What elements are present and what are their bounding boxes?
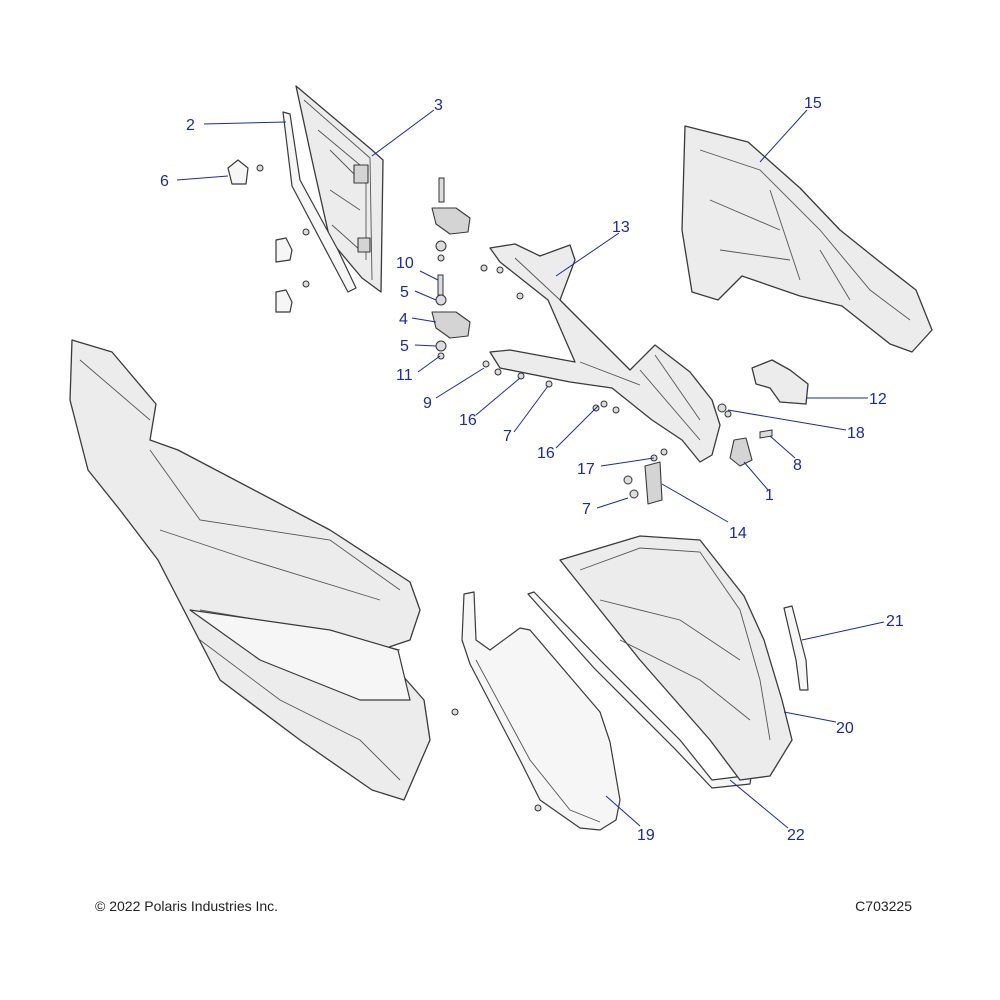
callout-13: 13 [612,219,630,236]
copyright-notice: © 2022 Polaris Industries Inc. [95,898,279,914]
callout-5: 5 [400,284,409,301]
callout-20: 20 [836,720,854,737]
bracket-part [480,264,668,505]
callout-labels: 1 2 3 4 5 5 6 7 7 8 9 10 11 12 13 14 15 … [160,95,904,844]
callout-4: 4 [399,311,408,328]
callout-1: 1 [765,487,774,504]
callout-16: 16 [459,412,477,429]
drawing-number: C703225 [855,898,912,914]
callout-6: 6 [160,173,169,190]
door-seal-strip-part [282,111,357,293]
hinge-hardware-part [431,177,471,360]
callout-22: 22 [787,827,805,844]
callout-18: 18 [847,425,865,442]
edge-seal-part [783,605,809,691]
callout-17: 17 [577,461,595,478]
inner-door-panel-part [559,535,793,781]
callout-5: 5 [400,338,409,355]
callout-9: 9 [423,395,432,412]
callout-16: 16 [537,445,555,462]
callout-7: 7 [503,428,512,445]
tube-frame-part [451,591,621,831]
door-frame-part [489,243,721,463]
callout-11: 11 [396,367,413,384]
callout-19: 19 [637,827,655,844]
leader-lines [176,109,885,829]
callout-12: 12 [869,391,887,408]
callout-2: 2 [186,117,195,134]
upper-rear-panel-part [681,125,933,353]
callout-21: 21 [886,613,904,630]
latch-handle-part [717,359,809,467]
callout-8: 8 [793,457,802,474]
upper-door-panel-part [295,85,384,293]
callout-15: 15 [804,95,822,112]
callout-7: 7 [582,501,591,518]
lower-door-panel-part [69,339,431,801]
callout-3: 3 [434,97,443,114]
callout-10: 10 [396,255,414,272]
callout-14: 14 [729,525,747,542]
trim-clip-part [227,159,310,313]
